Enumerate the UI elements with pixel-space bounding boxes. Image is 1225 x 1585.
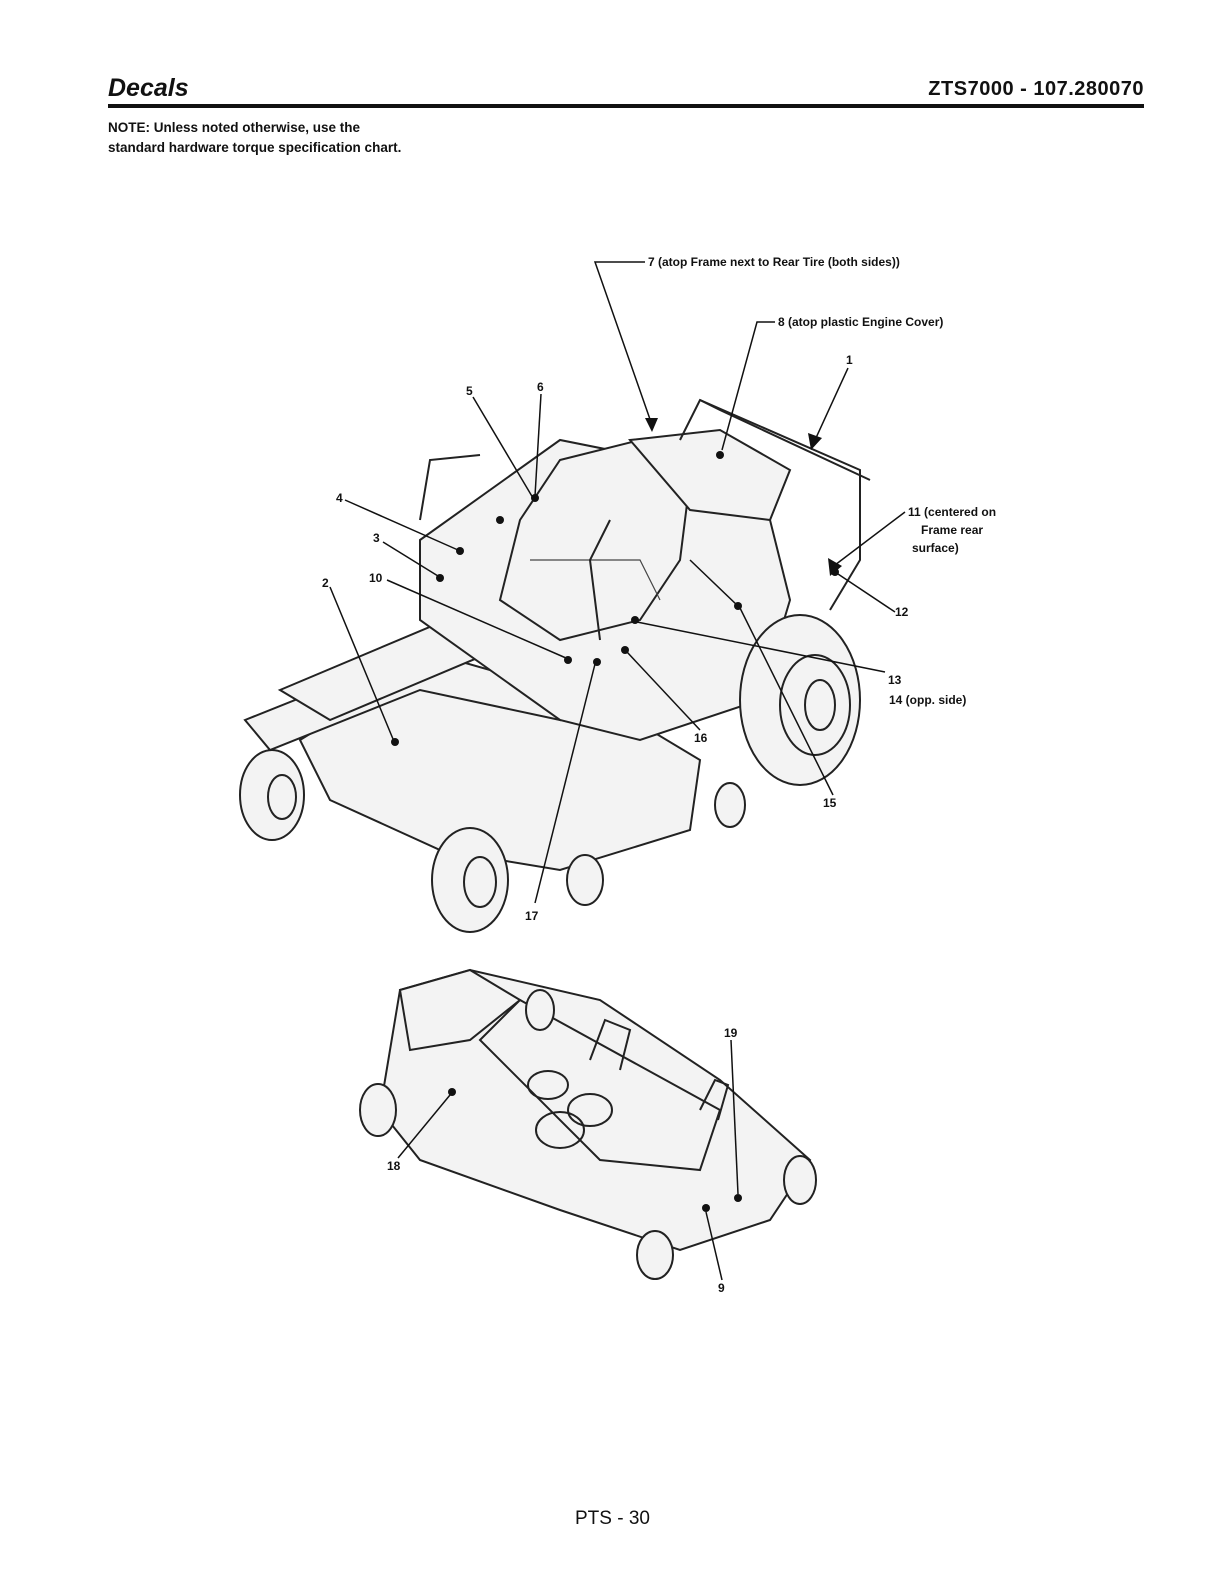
callout-11-line3: surface) <box>912 541 959 555</box>
deck-wheel-a <box>360 1084 396 1136</box>
callout-18: 18 <box>387 1159 401 1173</box>
callout-14: 14 (opp. side) <box>889 693 966 707</box>
deck-wheel-b <box>784 1156 816 1204</box>
callout-3: 3 <box>373 531 380 545</box>
front-caster-left <box>240 750 304 840</box>
callout-7: 7 (atop Frame next to Rear Tire (both si… <box>648 255 900 269</box>
callout-8: 8 (atop plastic Engine Cover) <box>778 315 943 329</box>
mower-illustration <box>240 400 870 932</box>
deck-wheel-c <box>637 1231 673 1279</box>
callout-4: 4 <box>336 491 343 505</box>
callout-12: 12 <box>895 605 909 619</box>
callout-15: 15 <box>823 796 837 810</box>
callout-5: 5 <box>466 384 473 398</box>
rear-tire <box>740 615 860 785</box>
deck-wheel-1 <box>567 855 603 905</box>
callout-6: 6 <box>537 380 544 394</box>
callout-11-line2: Frame rear <box>921 523 983 537</box>
callout-17: 17 <box>525 909 539 923</box>
callout-13: 13 <box>888 673 902 687</box>
callout-16: 16 <box>694 731 708 745</box>
deck-wheel-2 <box>715 783 745 827</box>
callout-2: 2 <box>322 576 329 590</box>
callout-9: 9 <box>718 1281 725 1295</box>
page-number: PTS - 30 <box>0 1508 1225 1530</box>
callout-10: 10 <box>369 571 383 585</box>
deck-illustration <box>360 970 816 1279</box>
deck-wheel-d <box>526 990 554 1030</box>
callout-11-line1: 11 (centered on <box>908 505 996 519</box>
callout-19: 19 <box>724 1026 738 1040</box>
callout-1: 1 <box>846 353 853 367</box>
